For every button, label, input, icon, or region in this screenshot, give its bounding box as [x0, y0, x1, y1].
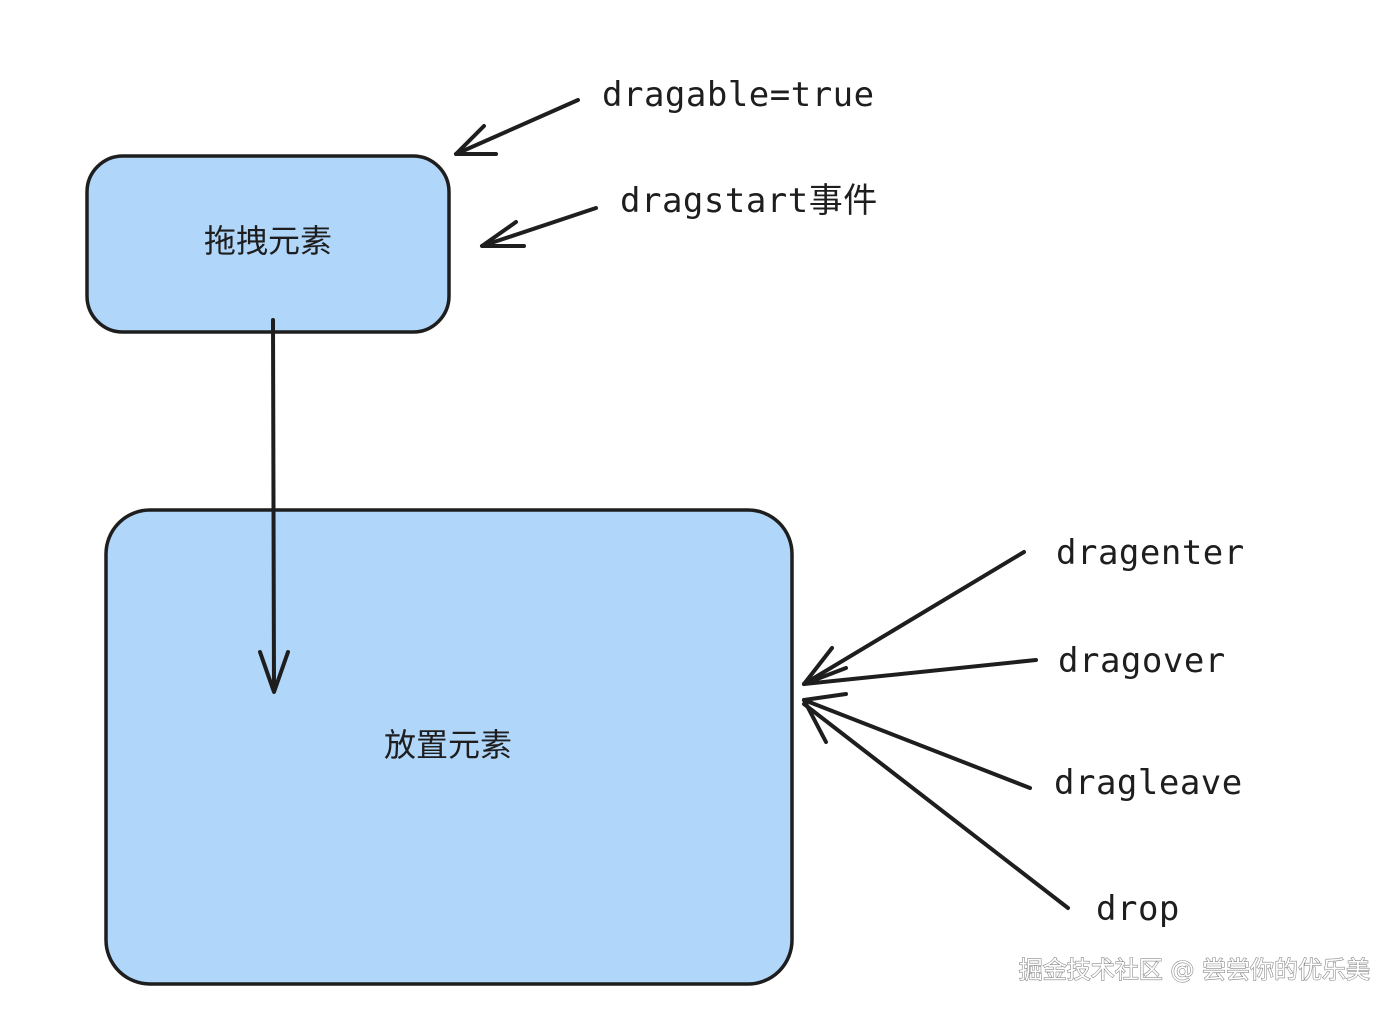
drag-element-label: 拖拽元素: [204, 222, 332, 260]
dragable-arrowhead: [454, 124, 498, 156]
drop-element-node[interactable]: 放置元素: [104, 508, 794, 986]
drop-element-label: 放置元素: [384, 726, 512, 764]
dragstart-annotation: dragstart事件: [480, 181, 878, 248]
dragstart-arrow: [480, 206, 598, 248]
dragleave-arrow: [802, 698, 1032, 790]
drop-events-arrowhead-top: [802, 646, 848, 686]
drop-events-arrowhead-bottom: [802, 692, 848, 744]
dragable-annotation: dragable=true: [454, 75, 875, 156]
watermark: 掘金技术社区 @ 尝尝你的优乐美: [1019, 956, 1370, 984]
dragleave-label: dragleave: [1054, 763, 1243, 803]
dragover-arrow: [802, 658, 1038, 686]
dragstart-arrowhead: [480, 220, 526, 248]
drop-element-box[interactable]: [104, 508, 794, 986]
drop-label: drop: [1096, 889, 1180, 929]
drop-events-arrows: [802, 550, 1070, 910]
dragable-arrow: [454, 98, 580, 156]
drag-element-node[interactable]: 拖拽元素: [85, 154, 451, 334]
dragenter-label: dragenter: [1056, 533, 1245, 573]
dragable-label: dragable=true: [602, 75, 875, 115]
drag-element-box[interactable]: [85, 154, 451, 334]
drop-arrow: [802, 702, 1070, 910]
dragover-label: dragover: [1058, 641, 1226, 681]
dragstart-label: dragstart事件: [620, 181, 878, 221]
dragenter-arrow: [802, 550, 1026, 686]
drag-to-drop-arrow: [258, 318, 290, 694]
